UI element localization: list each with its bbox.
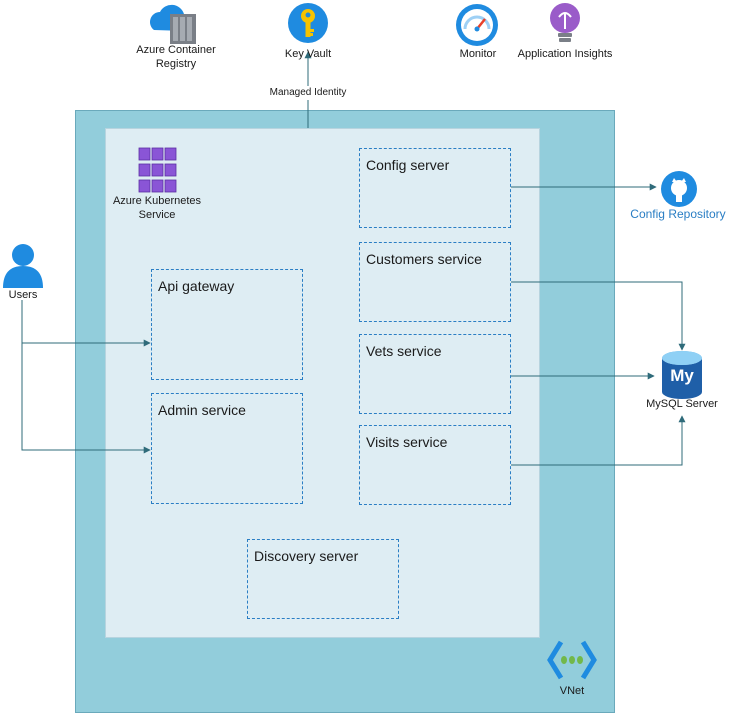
discovery-server-box: Discovery server — [247, 539, 399, 619]
vnet-icon — [547, 638, 597, 682]
managed-identity-label: Managed Identity — [255, 86, 361, 100]
admin-service-box: Admin service — [151, 393, 303, 504]
users-icon — [0, 242, 46, 290]
github-icon — [660, 170, 698, 208]
users-label: Users — [8, 289, 38, 301]
config-repository-label: Config Repository — [630, 207, 726, 221]
config-server-label: Config server — [366, 157, 450, 173]
acr-label-line1: Azure Container — [136, 44, 216, 56]
aks-label-line1: Azure Kubernetes — [112, 195, 202, 207]
admin-service-label: Admin service — [158, 402, 246, 418]
application-insights-icon — [548, 1, 582, 47]
api-gateway-label: Api gateway — [158, 278, 235, 294]
monitor-icon — [455, 3, 499, 47]
acr-label: Azure Container Registry — [126, 43, 226, 71]
aks-label-line2: Service — [138, 209, 176, 221]
visits-to-mysql-arrow — [511, 415, 686, 466]
aks-container — [105, 128, 540, 638]
users-to-admin-arrow — [21, 343, 151, 454]
aks-label: Azure Kubernetes Service — [107, 194, 207, 222]
config-server-box: Config server — [359, 148, 511, 228]
customers-to-mysql-arrow — [511, 281, 686, 351]
vets-service-label: Vets service — [366, 343, 442, 359]
vets-service-box: Vets service — [359, 334, 511, 414]
monitor-label: Monitor — [459, 48, 497, 60]
mysql-logo-text: My — [670, 366, 694, 385]
vnet-label: VNet — [559, 685, 585, 697]
customers-service-label: Customers service — [366, 251, 482, 267]
visits-service-label: Visits service — [366, 434, 448, 450]
acr-label-line2: Registry — [155, 58, 197, 70]
mysql-server-label: MySQL Server — [646, 398, 718, 410]
mysql-icon: My — [658, 350, 706, 400]
users-to-api-gateway-arrow — [21, 300, 151, 347]
api-gateway-box: Api gateway — [151, 269, 303, 380]
visits-service-box: Visits service — [359, 425, 511, 505]
customers-service-box: Customers service — [359, 242, 511, 322]
container-registry-icon — [146, 2, 198, 44]
application-insights-label: Application Insights — [517, 48, 613, 60]
key-vault-icon — [287, 2, 329, 44]
discovery-server-label: Discovery server — [254, 548, 359, 564]
kubernetes-service-icon — [136, 145, 180, 195]
key-vault-label: Key Vault — [284, 48, 332, 60]
